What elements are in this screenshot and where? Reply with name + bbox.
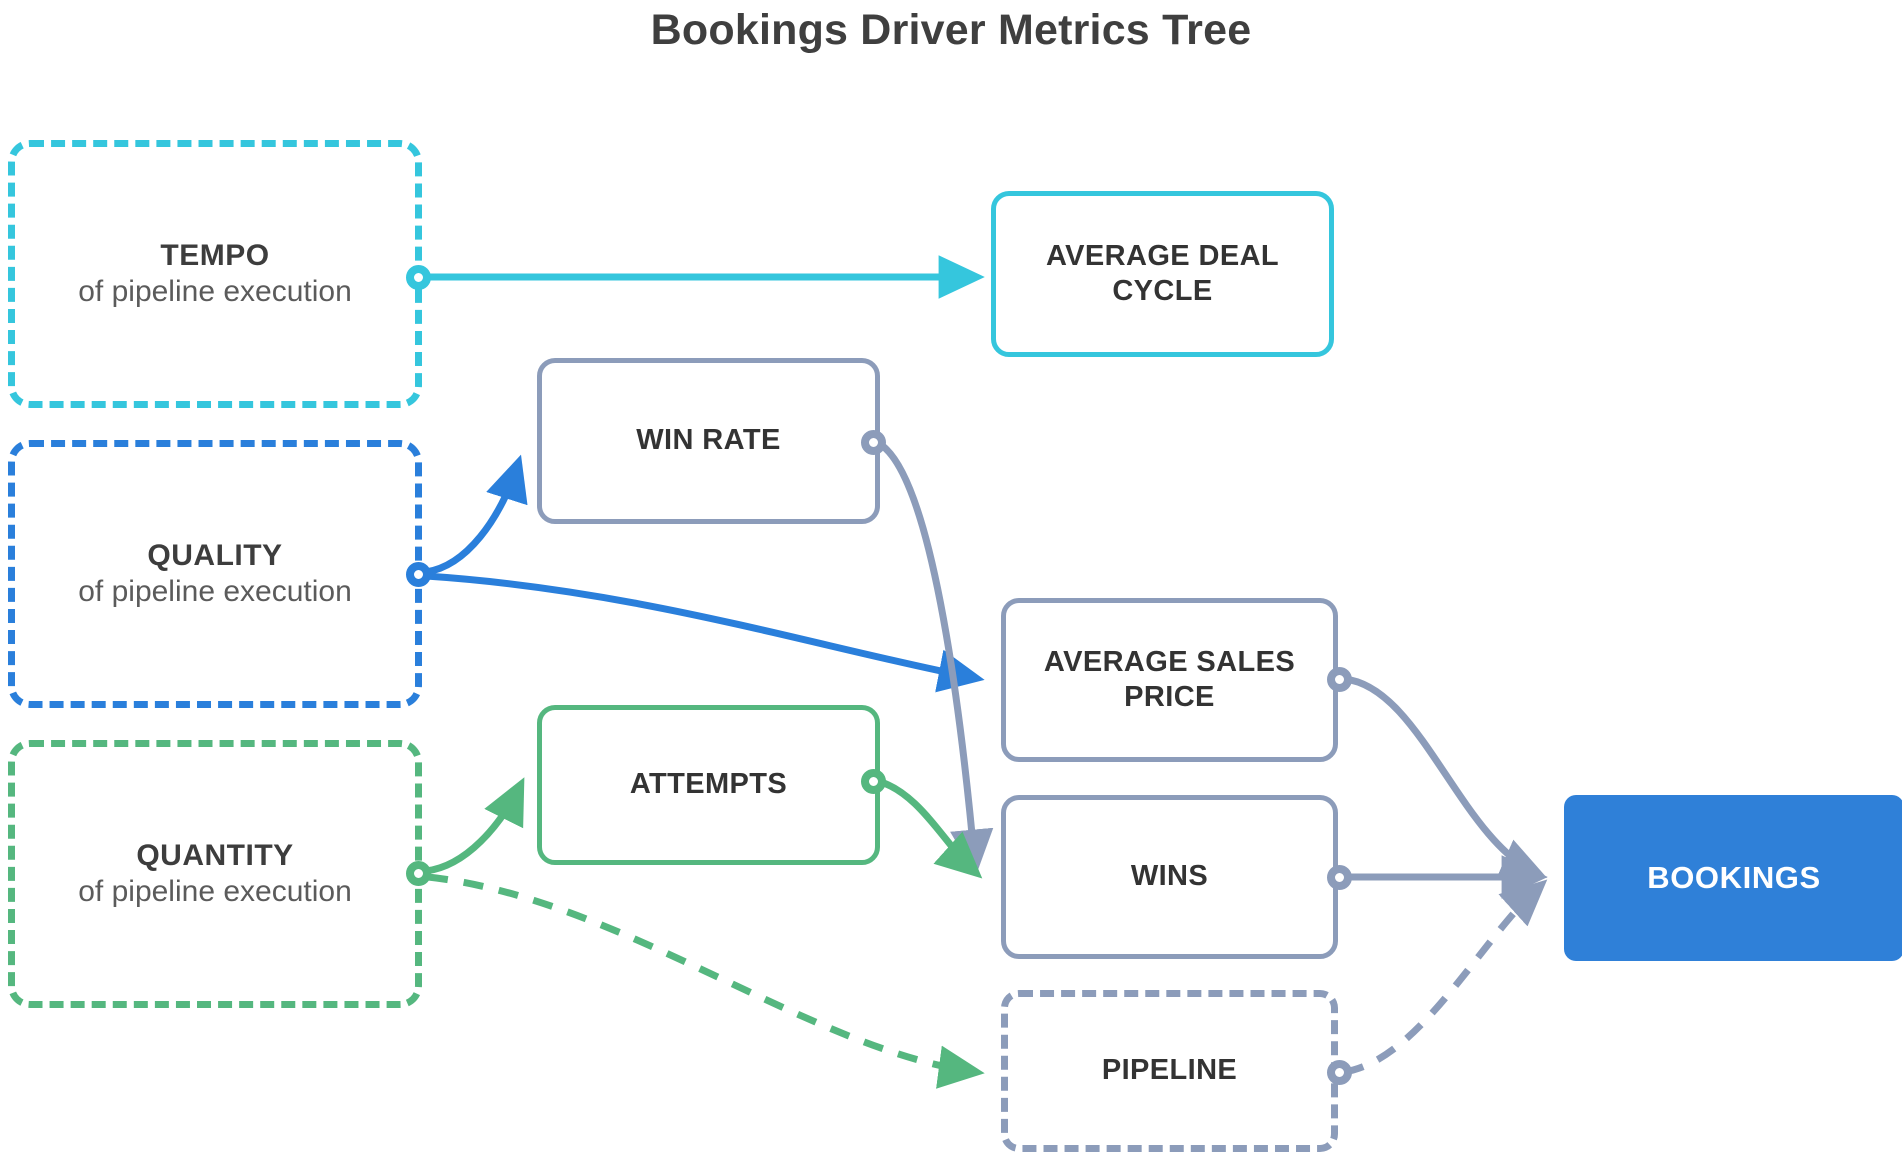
- edge-quantity-to-attempts: [425, 777, 525, 875]
- connector-dot-pipeline-out[interactable]: [1327, 1060, 1352, 1085]
- driver-subtitle-quality: of pipeline execution: [78, 575, 352, 608]
- connector-dot-quantity-out[interactable]: [406, 861, 431, 886]
- metric-label-line1: AVERAGE DEAL: [1045, 239, 1280, 272]
- metric-box-pipeline[interactable]: PIPELINE: [1001, 990, 1338, 1152]
- driver-box-quality[interactable]: QUALITY of pipeline execution: [8, 440, 422, 708]
- metric-label-wins: WINS: [1130, 860, 1209, 893]
- metric-label-pipeline: PIPELINE: [1101, 1054, 1238, 1087]
- edge-average-sales-price-to-bookings: [1343, 675, 1547, 880]
- metric-box-wins[interactable]: WINS: [1001, 795, 1338, 959]
- connector-dot-tempo-out[interactable]: [406, 265, 431, 290]
- connector-dot-quality-out[interactable]: [406, 562, 431, 587]
- connector-dot-win-rate-out[interactable]: [861, 430, 886, 455]
- metric-box-average-deal-cycle[interactable]: AVERAGE DEAL CYCLE: [991, 191, 1334, 357]
- driver-title-quantity: QUANTITY: [136, 839, 294, 872]
- metric-box-average-sales-price[interactable]: AVERAGE SALES PRICE: [1001, 598, 1338, 762]
- edge-attempts-to-wins: [876, 777, 983, 879]
- metric-label-win-rate: WIN RATE: [636, 424, 781, 457]
- edge-quality-to-average-sales-price: [425, 572, 985, 693]
- driver-box-quantity[interactable]: QUANTITY of pipeline execution: [8, 740, 422, 1008]
- metric-box-win-rate[interactable]: WIN RATE: [537, 358, 880, 524]
- terminal-box-bookings[interactable]: BOOKINGS: [1564, 795, 1902, 961]
- driver-title-tempo: TEMPO: [160, 239, 270, 272]
- driver-box-tempo[interactable]: TEMPO of pipeline execution: [8, 140, 422, 408]
- metric-label-attempts: ATTEMPTS: [629, 768, 788, 801]
- edge-pipeline-to-bookings: [1343, 879, 1548, 1076]
- connector-dot-wins-out[interactable]: [1327, 865, 1352, 890]
- terminal-label-bookings: BOOKINGS: [1647, 860, 1821, 896]
- edge-win-rate-to-wins: [876, 439, 994, 876]
- connector-dot-average-sales-price-out[interactable]: [1327, 667, 1352, 692]
- page-title: Bookings Driver Metrics Tree: [650, 6, 1252, 54]
- driver-subtitle-tempo: of pipeline execution: [78, 275, 352, 308]
- connector-dot-attempts-out[interactable]: [861, 769, 886, 794]
- metric-label-line1: AVERAGE SALES: [1043, 645, 1296, 678]
- edge-quantity-to-pipeline: [427, 873, 985, 1089]
- edge-quality-to-win-rate: [425, 454, 528, 576]
- driver-title-quality: QUALITY: [147, 539, 283, 572]
- metric-label-average-deal-cycle: AVERAGE DEAL CYCLE: [1046, 239, 1279, 310]
- driver-subtitle-quantity: of pipeline execution: [78, 875, 352, 908]
- metric-label-line2: CYCLE: [1112, 275, 1213, 307]
- metric-box-attempts[interactable]: ATTEMPTS: [537, 705, 880, 865]
- metric-label-line2: PRICE: [1124, 681, 1215, 713]
- metric-label-average-sales-price: AVERAGE SALES PRICE: [1044, 645, 1295, 716]
